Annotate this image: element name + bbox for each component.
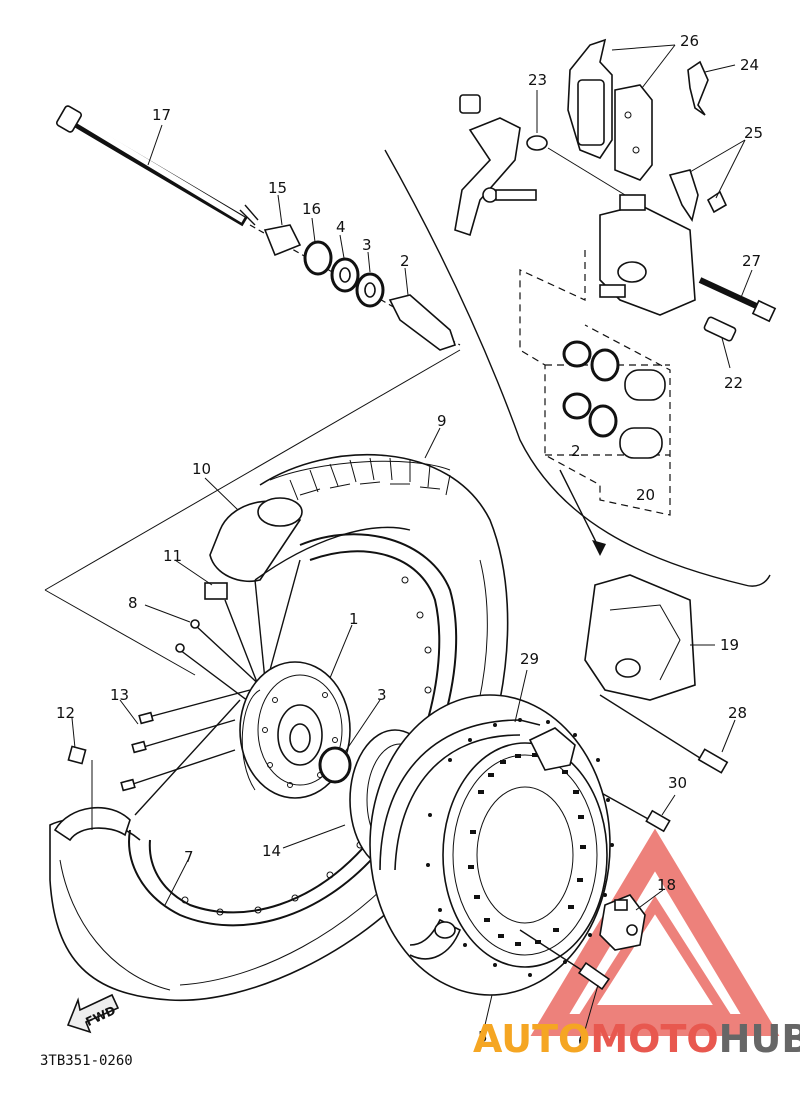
callout-7: 7	[184, 848, 194, 866]
watermark-text: AUTOMOTOHUB	[473, 1017, 800, 1061]
forward-direction-arrow: FWD	[66, 993, 120, 1034]
watermark-hub: HUB	[719, 1017, 800, 1061]
caliper-pin-bolt	[698, 277, 777, 323]
caliper-assembly-outline	[384, 149, 771, 587]
caliper-bracket	[454, 94, 631, 237]
inner-tube	[204, 497, 411, 600]
bleed-screw	[703, 316, 737, 342]
callout-23: 23	[528, 71, 547, 89]
callout-8: 8	[128, 594, 138, 612]
watermark-logo: AUTOMOTOHUB	[473, 1017, 800, 1061]
brake-disc	[369, 694, 614, 996]
callout-24: 24	[740, 56, 759, 74]
callout-15: 15	[268, 179, 287, 197]
callout-27: 27	[742, 252, 761, 270]
callout-25: 25	[744, 124, 763, 142]
callout-17: 17	[152, 106, 171, 124]
disc-cover	[379, 719, 576, 960]
caliper-body-upper	[599, 194, 696, 316]
callout-3-bearing: 3	[362, 236, 372, 254]
callout-11: 11	[163, 547, 182, 565]
callout-20: 20	[636, 486, 655, 504]
hub-bearing	[318, 746, 352, 784]
callout-2-collar: 2	[400, 252, 410, 270]
callout-29: 29	[520, 650, 539, 668]
callout-3-hub: 3	[377, 686, 387, 704]
callout-18: 18	[657, 876, 676, 894]
caliper-mount-bolt	[599, 694, 729, 774]
brake-pads	[567, 38, 653, 181]
callout-10: 10	[192, 460, 211, 478]
axle-stack	[249, 224, 461, 351]
callout-19: 19	[720, 636, 739, 654]
callout-13: 13	[110, 686, 129, 704]
caliper-bolt	[482, 187, 537, 203]
brake-caliper-assembled	[584, 574, 696, 701]
spokes	[120, 559, 301, 816]
callout-22: 22	[724, 374, 743, 392]
seal-kit-dashed-box	[519, 250, 671, 516]
leader-lines	[71, 44, 753, 1031]
callout-28: 28	[728, 704, 747, 722]
callout-16: 16	[302, 200, 321, 218]
seal-kit	[562, 340, 666, 459]
callout-30: 30	[668, 774, 687, 792]
watermark-auto: AUTO	[473, 1017, 590, 1061]
watermark-moto: MOTO	[590, 1017, 718, 1061]
disc-bolt-6	[519, 929, 611, 991]
callout-6: 6	[578, 1032, 588, 1050]
callout-26: 26	[680, 32, 699, 50]
pad-spring	[687, 60, 709, 116]
callout-14: 14	[262, 842, 281, 860]
callout-12: 12	[56, 704, 75, 722]
callout-2-piston: 2	[571, 442, 581, 460]
callout-4: 4	[336, 218, 346, 236]
callout-labels: 26 24 23 25 17 15 16 4 3 2 27 22 9 2 20 …	[56, 32, 763, 1050]
speedometer-gear	[599, 894, 646, 951]
pad-clips	[668, 169, 728, 222]
callout-9: 9	[437, 412, 447, 430]
valve-nut	[67, 745, 87, 765]
callout-1: 1	[349, 610, 359, 628]
front-axle	[56, 105, 259, 227]
callout-5: 5	[478, 1028, 488, 1046]
part-code: 3TB351-0260	[40, 1053, 133, 1069]
